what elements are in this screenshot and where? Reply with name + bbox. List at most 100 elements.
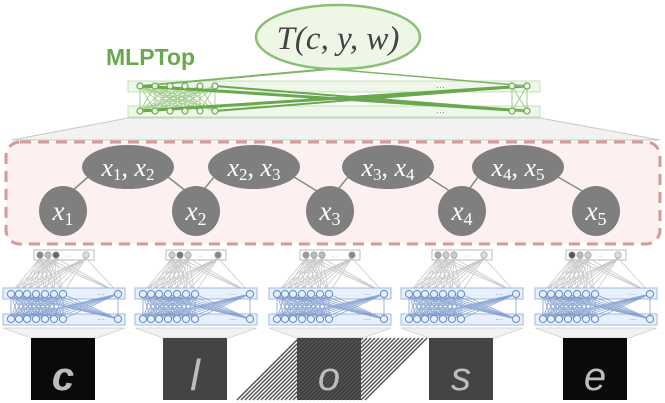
variable-label: x2 [185,196,207,229]
variable-label: x5 [585,196,607,229]
output-unit [214,251,222,259]
output-unit [318,251,326,259]
hidden-unit [272,314,282,324]
svg-text:···: ··· [197,253,204,260]
character-glyph: c [52,355,74,399]
character-column-3: ·········o [236,249,428,401]
hidden-unit [590,314,600,324]
hidden-unit [49,289,59,299]
output-unit [44,251,52,259]
mlp-top-node [196,107,204,115]
mlp-top-node [523,82,531,90]
svg-text:···: ··· [463,253,470,260]
svg-text:···: ··· [229,290,237,299]
hidden-unit [412,314,422,324]
mlp-top-node [508,82,516,90]
hidden-unit [190,289,200,299]
hidden-unit [581,289,591,299]
variable-node-3: x3 [306,186,354,236]
svg-text:···: ··· [97,315,105,324]
hidden-unit [138,314,148,324]
variable-node-4: x4 [438,186,486,236]
variable-label: x4 [451,196,473,229]
hidden-unit [245,314,255,324]
mlp-top-node [181,107,189,115]
mlp-top-node [166,82,174,90]
hidden-unit [420,289,430,299]
hidden-unit [581,314,591,324]
hidden-unit [163,289,173,299]
hidden-unit [49,314,59,324]
hidden-unit [22,289,32,299]
hidden-unit [280,314,290,324]
output-unit [36,251,44,259]
output-unit [584,251,592,259]
svg-text:···: ··· [331,253,338,260]
svg-text:···: ··· [495,290,503,299]
output-node: T(c, y, w) [254,3,422,71]
hidden-unit [645,289,655,299]
hidden-unit [14,314,24,324]
hidden-unit [146,314,156,324]
pair-factor-node-3: x3, x4 [342,145,434,189]
hidden-unit [379,289,389,299]
variable-node-5: x5 [572,186,620,236]
hidden-unit [272,289,282,299]
hidden-unit [456,289,466,299]
hidden-unit [511,314,521,324]
hidden-unit [181,289,191,299]
mlp-top-layer-1 [127,80,541,93]
output-distribution-box [565,249,627,261]
pair-factor-label: x2, x3 [226,153,280,184]
variable-label: x3 [319,196,341,229]
hidden-unit [40,314,50,324]
mlp-top-node [523,107,531,115]
svg-text:···: ··· [495,315,503,324]
mlp-top-label: MLPTop [106,44,195,70]
mlp-top-ellipsis-2: ··· [436,107,445,117]
output-unit [176,251,184,259]
mlp-top-node [136,82,144,90]
hidden-unit [429,314,439,324]
character-image-s: s [429,338,493,400]
output-unit [614,251,622,259]
hidden-unit [412,289,422,299]
hidden-unit [306,289,316,299]
hidden-unit [154,289,164,299]
output-unit [568,251,576,259]
hidden-unit [404,289,414,299]
hidden-unit [563,289,573,299]
hidden-unit [315,314,325,324]
hidden-unit [572,314,582,324]
hidden-unit [297,289,307,299]
hidden-unit [31,289,41,299]
hidden-unit [546,289,556,299]
output-unit [302,251,310,259]
output-unit [168,251,176,259]
character-column-4: ··· ··· ··· s [400,249,524,400]
hidden-unit [511,289,521,299]
output-label: T(c, y, w) [277,21,400,57]
character-glyph: e [584,355,606,399]
character-image-e: e [563,338,627,400]
output-unit [52,251,60,259]
hidden-unit [113,314,123,324]
hidden-unit [181,314,191,324]
hidden-unit [447,314,457,324]
hidden-unit [447,289,457,299]
hidden-unit [40,289,50,299]
output-unit [442,251,450,259]
pair-factor-node-1: x1, x2 [82,145,174,189]
character-column-2: ·········l [134,249,258,400]
svg-text:···: ··· [97,290,105,299]
hidden-unit [324,314,334,324]
svg-text:···: ··· [65,253,72,260]
svg-text:···: ··· [597,253,604,260]
mlp-top-node [151,107,159,115]
character-image-o: o [236,337,428,401]
hidden-unit [22,314,32,324]
hidden-unit [546,314,556,324]
hidden-unit [146,289,156,299]
hidden-unit [172,289,182,299]
